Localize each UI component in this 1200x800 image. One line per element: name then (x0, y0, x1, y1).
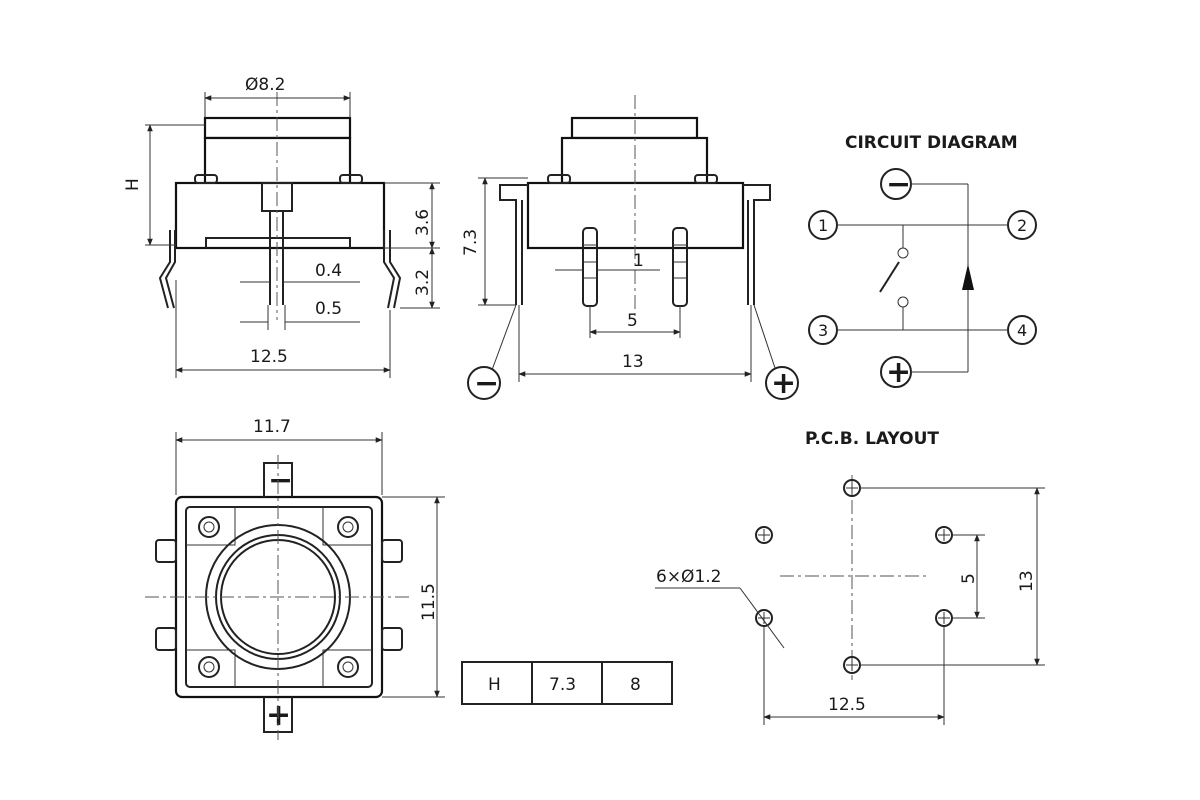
pcb-hole (843, 479, 861, 497)
diameter-label: Ø8.2 (245, 75, 285, 95)
table-cell-8: 8 (630, 675, 641, 695)
side-view: Ø8.2 H 3.6 3.2 0.4 0.5 12.5 (123, 75, 440, 378)
plus-sign-front: + (771, 366, 796, 401)
minus-sign-front: − (474, 366, 499, 401)
pcb-dim-13: 13 (1017, 570, 1037, 592)
dim-7.3: 7.3 (461, 229, 481, 256)
dim-1: 1 (633, 251, 644, 271)
table-cell-7.3: 7.3 (549, 675, 576, 695)
height-label: H (123, 178, 143, 191)
circuit-diagram-title: CIRCUIT DIAGRAM (845, 133, 1018, 153)
pcb-hole (935, 609, 953, 627)
front-view: 7.3 1 5 13 − + (461, 95, 799, 401)
dim-3.6: 3.6 (413, 209, 433, 236)
pcb-hole (755, 526, 773, 544)
pin-3-label: 3 (818, 321, 828, 340)
dim-3.2: 3.2 (413, 269, 433, 296)
pcb-dim-5: 5 (959, 573, 979, 584)
hole-size-label: 6×Ø1.2 (656, 567, 721, 587)
pcb-hole (843, 656, 861, 674)
table-cell-h: H (488, 675, 501, 695)
dim-5: 5 (627, 311, 638, 331)
circuit-plus: + (886, 355, 911, 390)
pcb-layout-title: P.C.B. LAYOUT (805, 429, 939, 449)
pin-1-label: 1 (818, 216, 828, 235)
plus-sign-top: + (266, 698, 291, 733)
pin-2-label: 2 (1017, 216, 1027, 235)
dim-13: 13 (622, 352, 644, 372)
circuit-minus: − (886, 167, 911, 202)
pcb-dim-12.5: 12.5 (828, 695, 866, 715)
circuit-diagram: CIRCUIT DIAGRAM − + 1 2 3 4 (808, 133, 1037, 390)
minus-sign-top: − (268, 463, 293, 498)
pcb-layout: P.C.B. LAYOUT 6×Ø1.2 5 13 12.5 (655, 429, 1045, 725)
height-table: H 7.3 8 (461, 661, 673, 705)
dim-11.7: 11.7 (253, 417, 291, 437)
dim-12.5: 12.5 (250, 347, 288, 367)
dim-0.5: 0.5 (315, 299, 342, 319)
pcb-hole (935, 526, 953, 544)
top-view: 11.7 − + 11.5 (145, 417, 445, 740)
dim-11.5: 11.5 (419, 583, 439, 621)
pin-4-label: 4 (1017, 321, 1027, 340)
dim-0.4: 0.4 (315, 261, 342, 281)
